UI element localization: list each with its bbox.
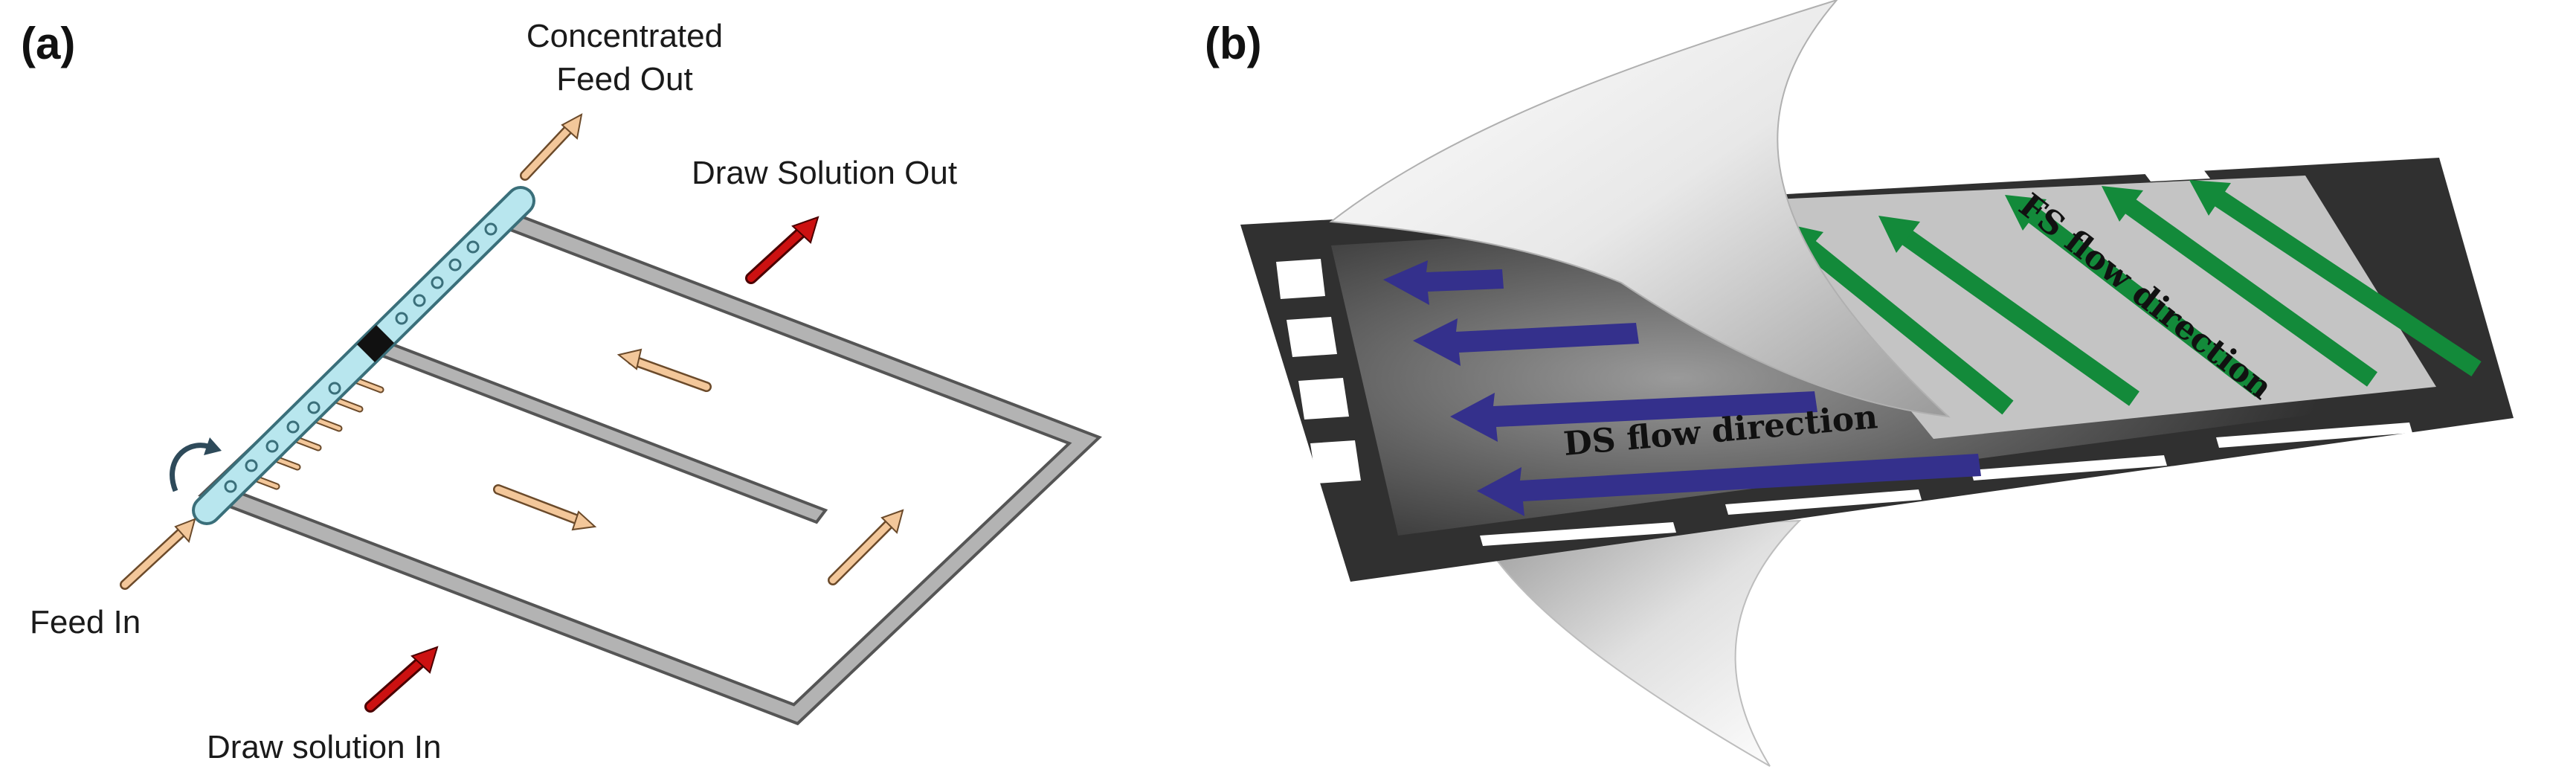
draw-solution-out-label: Draw Solution Out [692, 155, 958, 191]
fs-arrow-3 [2005, 195, 2267, 397]
feed-tube [192, 186, 535, 525]
fs-arrow-5 [2189, 180, 2482, 377]
rotation-arrow-icon [170, 437, 222, 492]
fs-arrow-2 [1878, 216, 2139, 406]
concentrated-feed-out-label: Concentrated Feed Out [483, 15, 766, 101]
panel-b-label: (b) [1205, 19, 1262, 68]
ds-arrow-1 [1383, 260, 1504, 305]
draw-solution-in-arrow [364, 646, 439, 713]
concentrated-feed-out-line1: Concentrated [526, 18, 724, 54]
feed-in-label: Feed In [30, 604, 141, 640]
ds-arrow-4 [1477, 454, 1981, 516]
panel-a-label: (a) [21, 19, 76, 68]
draw-solution-out-arrow [745, 216, 820, 284]
feed-in-arrow [120, 518, 196, 590]
ds-arrow-2 [1413, 318, 1639, 366]
ds-arrow-3 [1450, 391, 1817, 442]
concentrated-feed-out-line2: Feed Out [556, 61, 693, 97]
fs-arrow-4 [2102, 186, 2377, 387]
panel-a-diagram [120, 113, 1102, 726]
bottom-membrane-curl [1478, 519, 1802, 767]
draw-solution-in-label: Draw solution In [207, 729, 442, 765]
flow-arrow-upper [616, 348, 712, 392]
top-membrane-curl [1329, 0, 1951, 418]
flow-arrow-right [828, 509, 904, 585]
concentrated-feed-out-arrow [520, 113, 583, 181]
flow-arrow-lower [493, 484, 597, 531]
